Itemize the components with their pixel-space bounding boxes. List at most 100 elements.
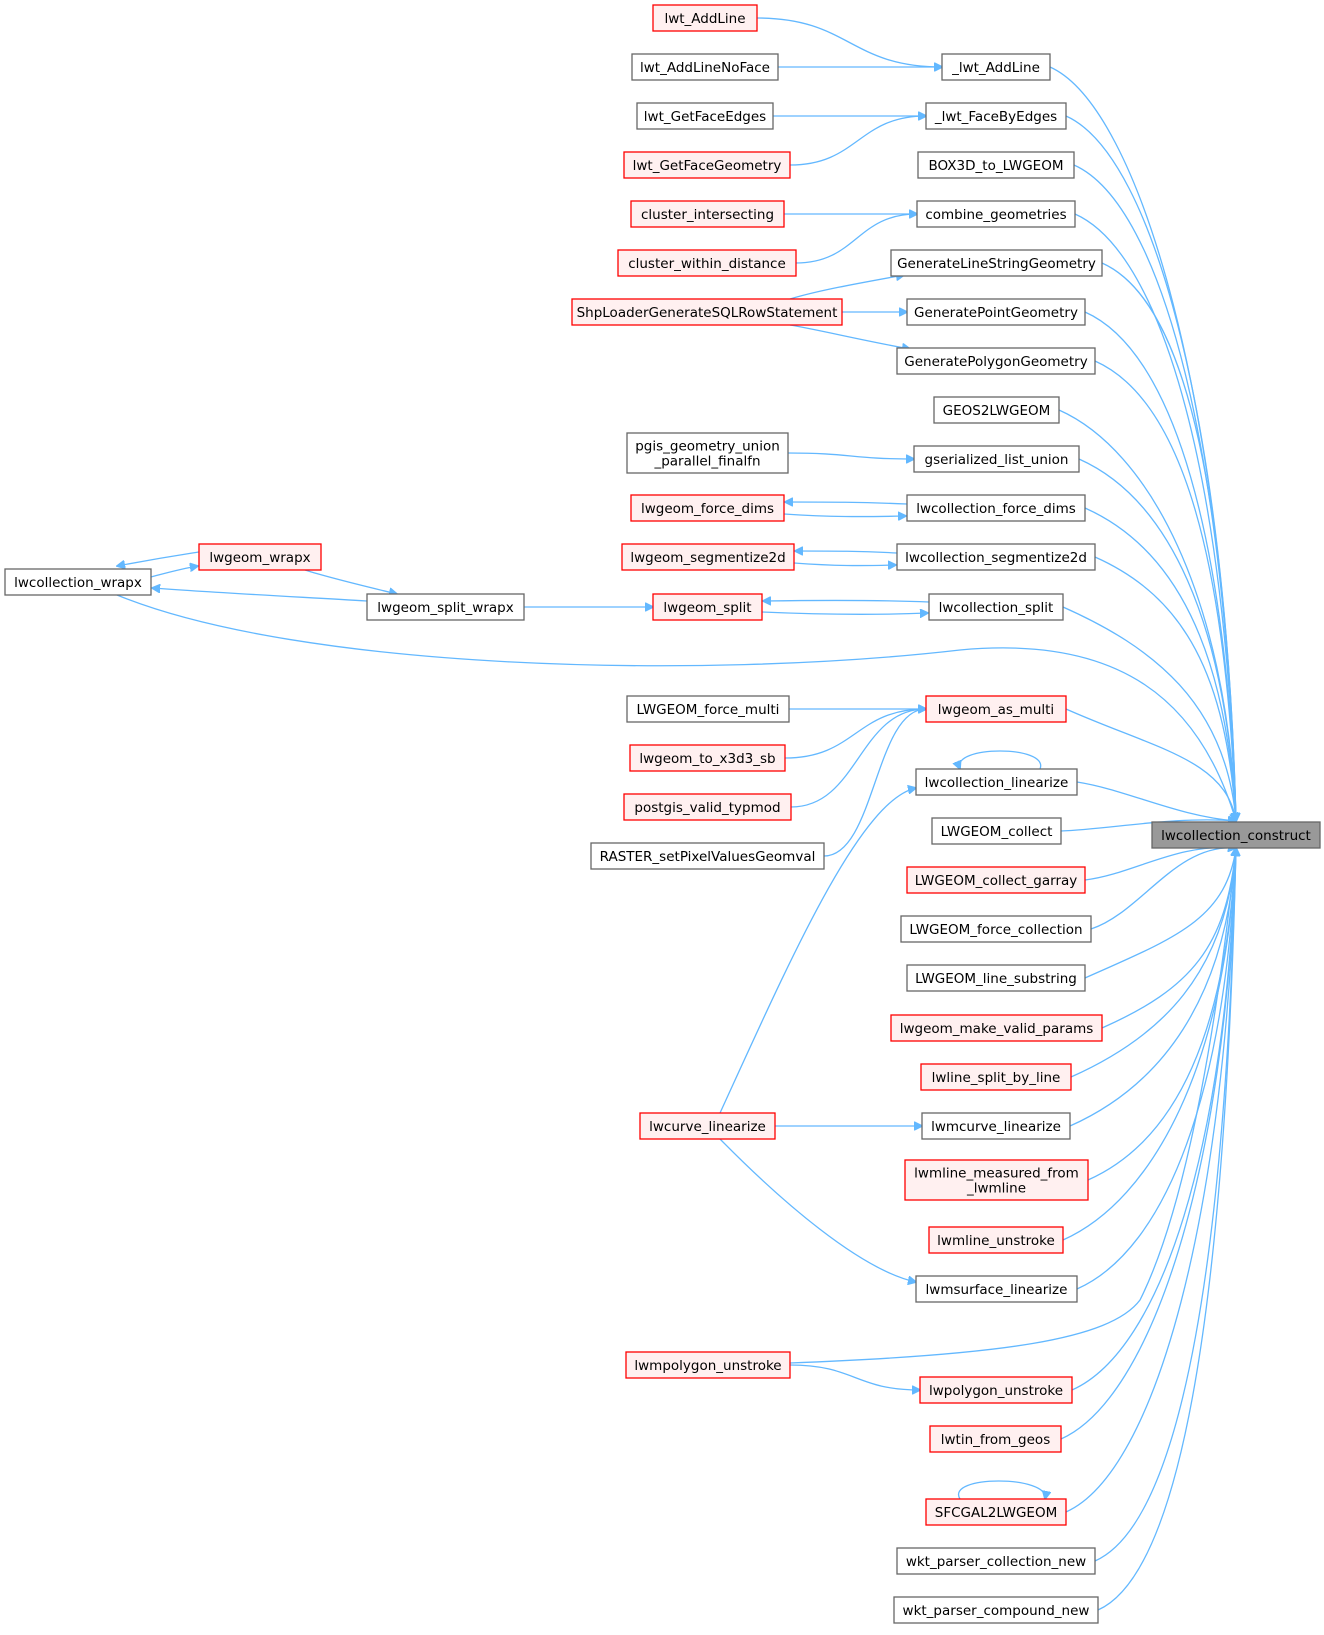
node-label: GEOS2LWGEOM: [943, 403, 1051, 419]
node-lwpolygon_unstroke[interactable]: lwpolygon_unstroke: [919, 1376, 1073, 1404]
edge-lwcollection_split-to-root: [1062, 606, 1236, 821]
node-lwt_AddLine[interactable]: lwt_AddLine: [652, 4, 758, 32]
node-box: [630, 200, 785, 228]
edge-lwmline_unstroke-to-root: [1062, 848, 1236, 1241]
node-lwcollection_split[interactable]: lwcollection_split: [928, 593, 1064, 621]
node-lwgeom_to_x3d3_sb[interactable]: lwgeom_to_x3d3_sb: [629, 744, 786, 772]
node-lwcollection_wrapx[interactable]: lwcollection_wrapx: [4, 568, 152, 596]
node-box: [928, 593, 1064, 621]
node-label: lwcurve_linearize: [649, 1119, 766, 1135]
edge-SFCGAL2LWGEOM-to-SFCGAL2LWGEOM: [957, 1480, 1046, 1499]
node-label: lwcollection_linearize: [925, 775, 1069, 791]
edge-lwcollection_split-to-lwgeom_split: [763, 600, 930, 602]
node-box: [4, 568, 152, 596]
node-lwt_GetFaceGeometry[interactable]: lwt_GetFaceGeometry: [623, 151, 791, 179]
node-lwt_GetFaceEdges[interactable]: lwt_GetFaceEdges: [636, 102, 774, 130]
node-LWGEOM_force_multi[interactable]: LWGEOM_force_multi: [626, 695, 790, 723]
node-BOX3D_to_LWGEOM[interactable]: BOX3D_to_LWGEOM: [917, 151, 1075, 179]
node-lwmpolygon_unstroke[interactable]: lwmpolygon_unstroke: [625, 1351, 791, 1379]
edge-lwcollection_linearize-to-root: [1076, 781, 1236, 821]
edge-RASTER_setPixelValuesGeomval-to-lwgeom_as_multi: [823, 709, 926, 857]
edge-lwgeom_wrapx-to-lwgeom_split_wrapx: [304, 569, 397, 594]
node-RASTER_setPixelValuesGeomval[interactable]: RASTER_setPixelValuesGeomval: [590, 842, 825, 870]
node-lwline_split_by_line[interactable]: lwline_split_by_line: [920, 1063, 1072, 1091]
node-lwmsurface_linearize[interactable]: lwmsurface_linearize: [915, 1275, 1078, 1303]
node-box: [929, 1425, 1062, 1453]
node-box: [623, 793, 792, 821]
node-_lwt_FaceByEdges[interactable]: _lwt_FaceByEdges: [925, 102, 1067, 130]
node-GEOS2LWGEOM[interactable]: GEOS2LWGEOM: [933, 396, 1060, 424]
node-lwgeom_force_dims[interactable]: lwgeom_force_dims: [630, 494, 785, 522]
node-lwcurve_linearize[interactable]: lwcurve_linearize: [639, 1112, 776, 1140]
node-combine_geometries[interactable]: combine_geometries: [916, 200, 1076, 228]
node-lwt_AddLineNoFace[interactable]: lwt_AddLineNoFace: [631, 53, 779, 81]
node-lwtin_from_geos[interactable]: lwtin_from_geos: [929, 1425, 1062, 1453]
node-lwmcurve_linearize[interactable]: lwmcurve_linearize: [921, 1112, 1071, 1140]
node-box: [626, 695, 790, 723]
node-postgis_valid_typmod[interactable]: postgis_valid_typmod: [623, 793, 792, 821]
node-box: [1151, 821, 1321, 849]
node-wkt_parser_compound_new[interactable]: wkt_parser_compound_new: [893, 1596, 1099, 1624]
edge-lwgeom_split_wrapx-to-lwcollection_wrapx: [152, 588, 368, 602]
edge-combine_geometries-to-root: [1074, 213, 1236, 821]
node-box: [904, 1159, 1089, 1201]
node-cluster_intersecting[interactable]: cluster_intersecting: [630, 200, 785, 228]
node-label: ShpLoaderGenerateSQLRowStatement: [577, 305, 838, 321]
edge-lwgeom_segmentize2d-to-lwcollection_segmentize2d: [793, 563, 896, 566]
node-LWGEOM_force_collection[interactable]: LWGEOM_force_collection: [900, 915, 1092, 943]
node-label: lwmcurve_linearize: [931, 1119, 1061, 1135]
node-GeneratePolygonGeometry[interactable]: GeneratePolygonGeometry: [896, 347, 1096, 375]
edge-ShpLoaderGenerateSQLRowStatement-to-GeneratePolygonGeometry: [789, 324, 910, 349]
edge-pgis_union-to-gserialized_list_union: [787, 452, 914, 459]
node-GenerateLineStringGeometry[interactable]: GenerateLineStringGeometry: [890, 249, 1103, 277]
edge-lwcollection_segmentize2d-to-lwgeom_segmentize2d: [795, 551, 898, 553]
node-lwgeom_make_valid_params[interactable]: lwgeom_make_valid_params: [890, 1014, 1103, 1042]
node-LWGEOM_line_substring[interactable]: LWGEOM_line_substring: [906, 964, 1086, 992]
node-box: [631, 53, 779, 81]
node-box: [198, 543, 322, 571]
node-box: [623, 151, 791, 179]
node-label: lwmsurface_linearize: [926, 1282, 1068, 1298]
node-label: GenerateLineStringGeometry: [897, 256, 1096, 272]
node-GeneratePointGeometry[interactable]: GeneratePointGeometry: [906, 298, 1086, 326]
node-lwgeom_split_wrapx[interactable]: lwgeom_split_wrapx: [366, 593, 525, 621]
node-LWGEOM_collect_garray[interactable]: LWGEOM_collect_garray: [906, 866, 1086, 894]
node-box: [896, 1547, 1096, 1575]
node-lwcollection_segmentize2d[interactable]: lwcollection_segmentize2d: [896, 543, 1096, 571]
node-root[interactable]: lwcollection_construct: [1151, 821, 1321, 849]
node-gserialized_list_union[interactable]: gserialized_list_union: [913, 445, 1080, 473]
node-lwmline_unstroke[interactable]: lwmline_unstroke: [928, 1226, 1064, 1254]
edge-GeneratePolygonGeometry-to-root: [1094, 360, 1236, 821]
edge-lwcurve_linearize-to-lwmsurface_linearize: [719, 1138, 916, 1282]
node-box: [890, 249, 1103, 277]
node-pgis_union[interactable]: pgis_geometry_union_parallel_finalfn: [626, 432, 789, 474]
edge-lwt_GetFaceGeometry-to-_lwt_FaceByEdges: [789, 116, 926, 166]
node-_lwt_AddLine[interactable]: _lwt_AddLine: [941, 53, 1051, 81]
node-LWGEOM_collect[interactable]: LWGEOM_collect: [931, 817, 1062, 845]
node-ShpLoaderGenerateSQLRowStatement[interactable]: ShpLoaderGenerateSQLRowStatement: [571, 298, 843, 326]
node-label: lwt_GetFaceEdges: [644, 109, 766, 125]
node-label: LWGEOM_collect_garray: [915, 873, 1078, 889]
node-lwgeom_segmentize2d[interactable]: lwgeom_segmentize2d: [621, 543, 795, 571]
node-wkt_parser_collection_new[interactable]: wkt_parser_collection_new: [896, 1547, 1096, 1575]
edge-lwt_AddLine-to-_lwt_AddLine: [756, 17, 942, 67]
node-label: lwt_AddLineNoFace: [640, 60, 770, 76]
node-lwgeom_as_multi[interactable]: lwgeom_as_multi: [925, 695, 1067, 723]
node-box: [917, 151, 1075, 179]
edge-lwcollection_force_dims-to-lwgeom_force_dims: [785, 502, 908, 504]
edge-lwgeom_to_x3d3_sb-to-lwgeom_as_multi: [784, 709, 926, 759]
node-box: [571, 298, 843, 326]
nodes-layer: lwcollection_construct lwt_AddLine lwt_Add…: [4, 4, 1321, 1624]
node-lwcollection_linearize[interactable]: lwcollection_linearize: [915, 768, 1078, 796]
edge-lwline_split_by_line-to-root: [1070, 848, 1236, 1078]
node-label: LWGEOM_collect: [941, 824, 1053, 840]
node-lwgeom_wrapx[interactable]: lwgeom_wrapx: [198, 543, 322, 571]
node-lwmline_measured[interactable]: lwmline_measured_from_lwmline: [904, 1159, 1089, 1201]
node-label: lwgeom_wrapx: [209, 550, 310, 566]
node-SFCGAL2LWGEOM[interactable]: SFCGAL2LWGEOM: [925, 1498, 1067, 1526]
node-lwgeom_split[interactable]: lwgeom_split: [652, 593, 763, 621]
node-cluster_within_distance[interactable]: cluster_within_distance: [617, 249, 797, 277]
node-box: [896, 543, 1096, 571]
edge-lwmpolygon_unstroke-to-root: [789, 848, 1236, 1364]
node-lwcollection_force_dims[interactable]: lwcollection_force_dims: [906, 494, 1086, 522]
